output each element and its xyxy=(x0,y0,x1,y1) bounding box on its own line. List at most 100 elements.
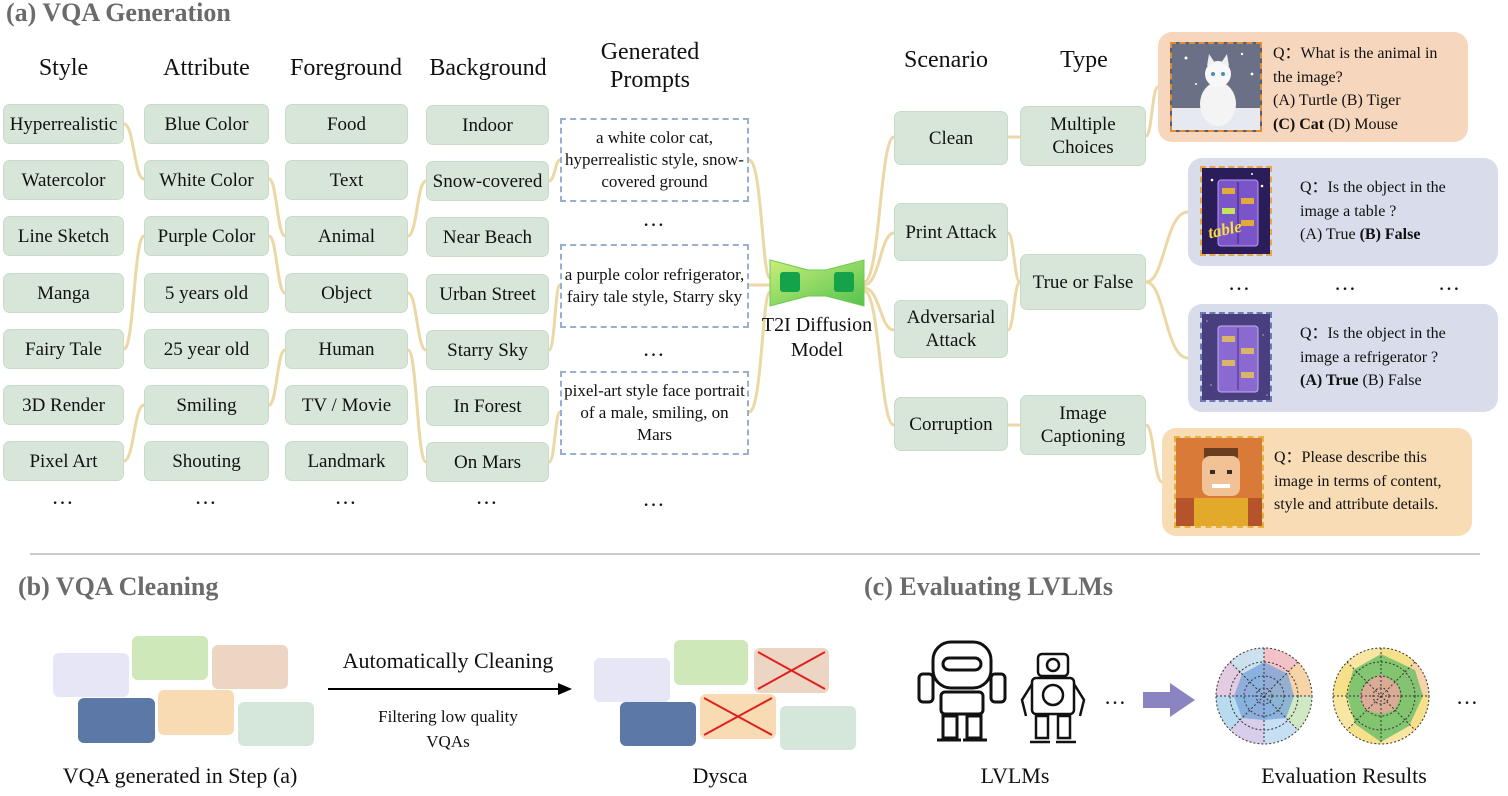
vqa-block xyxy=(132,636,208,680)
question-line: image a refrigerator ? xyxy=(1300,348,1439,366)
prompt-ellipsis: … xyxy=(642,336,667,361)
question-line: Q：What is the animal in xyxy=(1273,45,1438,62)
foreground-ellipsis: … xyxy=(334,484,359,509)
foreground-chip: Landmark xyxy=(285,441,408,481)
column-header-type: Type xyxy=(1060,47,1108,73)
vqa-block xyxy=(212,645,288,689)
remove-cross-icon xyxy=(703,697,773,736)
background-chip: Urban Street xyxy=(426,274,549,314)
option-text: (D) Mouse xyxy=(1324,115,1398,133)
question-line: the image? xyxy=(1273,68,1343,86)
radar-chart-graphic xyxy=(1215,647,1313,745)
option-line: (A) True (B) False xyxy=(1300,369,1446,393)
prompt-ellipsis: … xyxy=(642,486,667,511)
generated-prompt: a white color cat, hyperrealistic style,… xyxy=(560,118,749,202)
background-chip: On Mars xyxy=(426,442,549,482)
question-line: image a table ? xyxy=(1300,202,1397,220)
vqa-block-removed xyxy=(700,694,776,739)
correct-option: (B) False xyxy=(1359,226,1421,243)
foreground-chip: Object xyxy=(285,273,408,313)
vqa-block xyxy=(238,702,314,746)
style-chip: Line Sketch xyxy=(3,216,124,256)
attribute-chip: Shouting xyxy=(144,441,269,481)
fridge-table-image: table xyxy=(1200,166,1272,256)
style-chip: Fairy Tale xyxy=(3,329,124,369)
foreground-chip: TV / Movie xyxy=(285,385,408,425)
vqa-block xyxy=(78,698,155,743)
option-text: (B) False xyxy=(1358,372,1422,389)
section-title-vqa-generation: (a) VQA Generation xyxy=(6,0,231,27)
section-title-vqa-cleaning: (b) VQA Cleaning xyxy=(18,572,219,601)
question-line: Q：Is the object in the xyxy=(1300,325,1446,342)
scenario-chip: Clean xyxy=(894,111,1008,165)
style-chip: Manga xyxy=(3,273,124,313)
robot-icon xyxy=(1018,650,1088,746)
attribute-chip: 25 year old xyxy=(144,329,269,369)
generated-prompt: a purple color refrigerator, fairy tale … xyxy=(560,244,749,328)
card-ellipsis: … xyxy=(1438,270,1462,295)
evaluation-results-caption: Evaluation Results xyxy=(1261,763,1427,788)
filtering-label: Filtering low quality VQAs xyxy=(378,707,518,751)
radar-chart xyxy=(1325,640,1437,752)
background-chip: Starry Sky xyxy=(426,330,549,370)
vqa-block xyxy=(158,690,234,735)
column-header-scenario: Scenario xyxy=(904,47,988,73)
column-header-foreground: Foreground xyxy=(290,55,402,81)
vqa-block xyxy=(780,706,856,750)
foreground-chip: Human xyxy=(285,329,408,369)
attribute-ellipsis: … xyxy=(194,484,219,509)
scenario-chip: Corruption xyxy=(894,397,1008,451)
fridge-table-image-graphic xyxy=(1202,168,1270,254)
dysca-caption: Dysca xyxy=(692,763,748,788)
qa-text-captioning: Q：Please describe this image in terms of… xyxy=(1274,446,1442,517)
background-chip: In Forest xyxy=(426,386,549,426)
column-header-background: Background xyxy=(429,55,547,81)
diffusion-model-label: T2I Diffusion Model xyxy=(761,314,873,361)
section-title-evaluating-lvlms: (c) Evaluating LVLMs xyxy=(864,572,1113,601)
correct-option: (C) Cat xyxy=(1273,115,1325,133)
attribute-chip: White Color xyxy=(144,160,269,200)
attribute-chip: Smiling xyxy=(144,385,269,425)
results-ellipsis: … xyxy=(1456,684,1480,709)
vqa-block xyxy=(53,653,129,697)
foreground-chip: Animal xyxy=(285,216,408,256)
attribute-chip: Blue Color xyxy=(144,104,269,144)
robot-icon-graphic xyxy=(917,640,1007,742)
style-ellipsis: … xyxy=(51,484,76,509)
lvlms-caption: LVLMs xyxy=(980,763,1050,788)
remove-cross-icon xyxy=(757,651,826,690)
radar-chart xyxy=(1208,640,1320,752)
diffusion-model-icon xyxy=(769,258,865,308)
question-line: Q：Is the object in the xyxy=(1300,179,1446,196)
automatic-cleaning-label: Automatically Cleaning xyxy=(342,648,554,673)
option-line: (C) Cat (D) Mouse xyxy=(1273,113,1437,137)
attribute-chip: 5 years old xyxy=(144,273,269,313)
question-line: Q：Please describe this xyxy=(1274,449,1427,466)
question-line: image in terms of content, xyxy=(1274,472,1442,490)
background-chip: Near Beach xyxy=(426,217,549,257)
style-chip: Hyperrealistic xyxy=(3,104,124,144)
correct-option: (A) True xyxy=(1300,372,1359,389)
scenario-chip: Print Attack xyxy=(894,203,1008,261)
cat-image-graphic xyxy=(1172,44,1260,130)
vqa-block xyxy=(594,658,670,702)
question-line: style and attribute details. xyxy=(1274,496,1439,513)
vqa-block xyxy=(620,702,696,746)
scenario-chip: Adversarial Attack xyxy=(894,300,1008,358)
qa-text-true-false-print: Q：Is the object in the image a table ? (… xyxy=(1300,176,1446,247)
qa-text-true-false-adversarial: Q：Is the object in the image a refrigera… xyxy=(1300,322,1446,393)
fridge-adversarial-image-graphic xyxy=(1202,314,1270,400)
card-ellipsis: … xyxy=(1228,270,1252,295)
fridge-adversarial-image xyxy=(1200,312,1272,402)
pixel-face-image xyxy=(1174,436,1264,528)
type-chip: Multiple Choices xyxy=(1020,106,1146,166)
foreground-chip: Text xyxy=(285,160,408,200)
type-chip: True or False xyxy=(1020,254,1146,310)
option-text: (A) True xyxy=(1300,226,1360,243)
cat-image xyxy=(1170,42,1262,132)
style-chip: 3D Render xyxy=(3,385,124,425)
qa-text-multiple-choice: Q：What is the animal in the image? (A) T… xyxy=(1273,42,1437,136)
style-chip: Pixel Art xyxy=(3,441,124,481)
option-line: (A) True (B) False xyxy=(1300,223,1446,247)
